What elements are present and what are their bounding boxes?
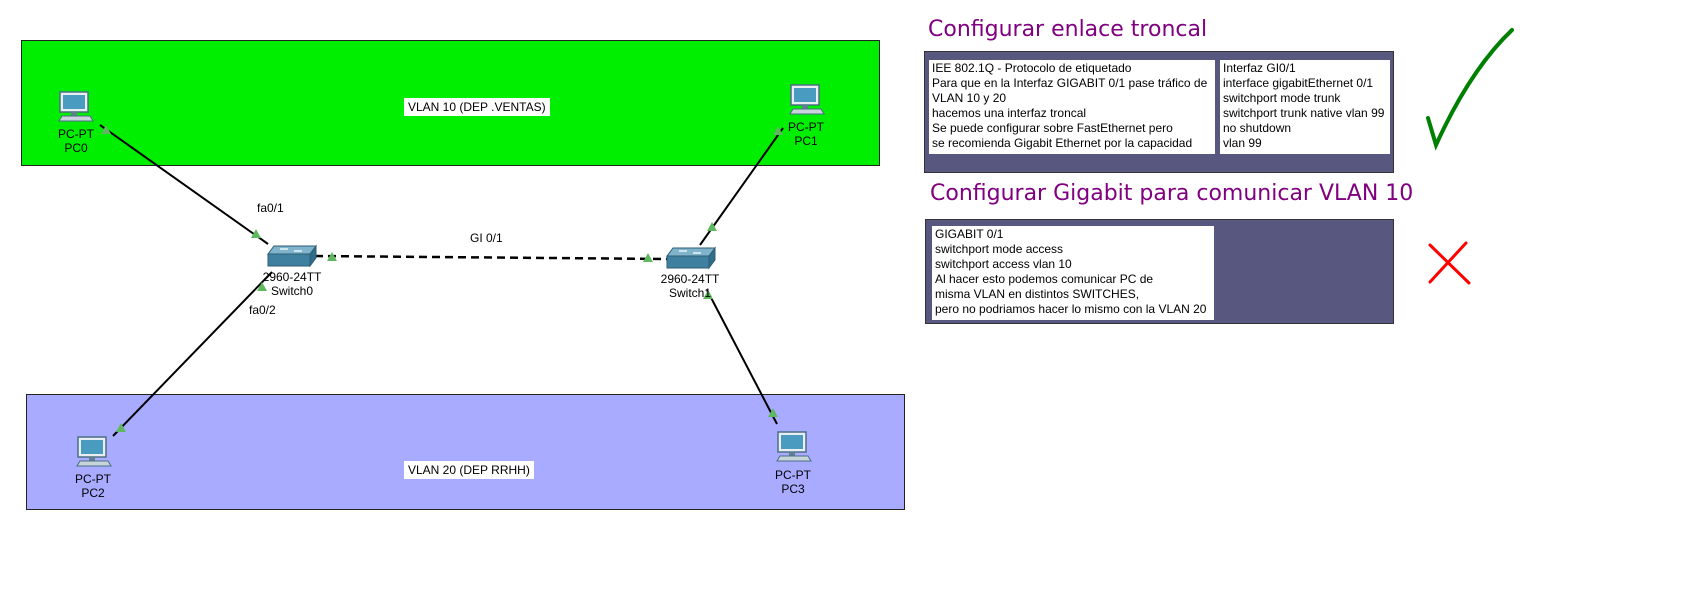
port-label-gi01: GI 0/1: [470, 231, 503, 245]
vlan10-label: VLAN 10 (DEP .VENTAS): [404, 98, 550, 116]
cable-pc2-switch0: [112, 271, 273, 437]
link-indicator: [101, 125, 111, 134]
cable-switch1-pc3: [706, 289, 778, 425]
cable-pc0-switch0: [99, 124, 269, 245]
port-label-fa01: fa0/1: [257, 201, 284, 215]
link-indicator: [643, 253, 653, 262]
link-indicator: [327, 252, 337, 261]
trunk-left-note: IEE 802.1Q - Protocolo de etiquetado Par…: [929, 60, 1215, 154]
switch-icon: [666, 246, 716, 270]
link-indicator: [773, 126, 783, 135]
link-indicator: [251, 229, 261, 238]
trunk-right-note: Interfaz GI0/1 interface gigabitEthernet…: [1220, 60, 1390, 154]
link-indicator: [707, 222, 717, 231]
vlan20-zone: [26, 394, 905, 510]
access-note: GIGABIT 0/1 switchport mode access switc…: [932, 226, 1214, 320]
pc-icon: [776, 431, 812, 462]
switch-icon: [267, 244, 317, 268]
access-section-title: Configurar Gigabit para comunicar VLAN 1…: [930, 181, 1414, 206]
pc-icon: [76, 436, 112, 467]
link-indicator: [116, 423, 126, 432]
port-label-fa02: fa0/2: [249, 303, 276, 317]
link-indicator: [768, 408, 778, 417]
cross-icon: [1428, 241, 1471, 285]
pc-icon: [789, 84, 825, 115]
link-indicator: [257, 282, 267, 291]
vlan20-label: VLAN 20 (DEP RRHH): [404, 461, 534, 479]
cable-switch0-switch1: [314, 254, 669, 261]
link-indicator: [703, 290, 713, 299]
trunk-section-title: Configurar enlace troncal: [928, 17, 1208, 42]
checkmark-icon: [1426, 28, 1514, 151]
pc-icon: [58, 91, 94, 122]
